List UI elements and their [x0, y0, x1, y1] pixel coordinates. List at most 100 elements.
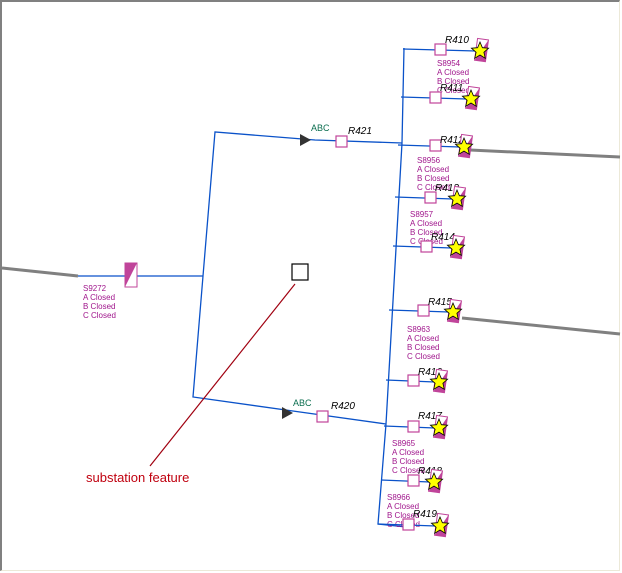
- switch-status: B Closed: [407, 343, 439, 352]
- switch-status: A Closed: [410, 219, 442, 228]
- tap-line[interactable]: [397, 144, 461, 148]
- feeder-main[interactable]: [78, 47, 407, 528]
- recloser-box[interactable]: [407, 474, 420, 487]
- recloser-label: R417: [418, 411, 442, 422]
- switch-status: A Closed: [392, 448, 424, 457]
- tap-line[interactable]: [394, 196, 454, 200]
- annotation-leader-line: [149, 283, 296, 467]
- recloser-label: R411: [440, 83, 463, 94]
- recloser-label: R412: [440, 135, 464, 146]
- transformer-device[interactable]: [443, 298, 463, 324]
- breaker-id: S9272: [83, 284, 107, 293]
- recloser-r420[interactable]: [316, 410, 329, 423]
- substation-feature[interactable]: [291, 263, 309, 281]
- switch-status: A Closed: [417, 165, 449, 174]
- star-icon: [454, 136, 474, 156]
- transformer-device[interactable]: [430, 512, 450, 538]
- recloser-label: R414: [431, 232, 455, 243]
- breaker-status-a: A Closed: [83, 293, 115, 302]
- tap-r419: R419: [377, 509, 450, 538]
- transformer-device[interactable]: [461, 85, 481, 111]
- recloser-label: R415: [428, 297, 452, 308]
- switch-id: S8956: [417, 156, 441, 165]
- recloser-box[interactable]: [420, 240, 433, 253]
- recloser-box[interactable]: [407, 374, 420, 387]
- recloser-box[interactable]: [402, 518, 415, 531]
- recloser-r420-label: R420: [331, 401, 355, 412]
- transformer-device[interactable]: [454, 133, 474, 159]
- transformer-device[interactable]: [447, 185, 467, 211]
- recloser-r421-label: R421: [348, 126, 372, 137]
- transformer-device[interactable]: [424, 468, 444, 494]
- lower-phase-label: ABC: [293, 398, 312, 408]
- tap-r414: R414: [392, 232, 466, 260]
- switch-status: C Closed: [407, 352, 440, 361]
- recloser-label: R419: [413, 509, 437, 520]
- star-icon: [429, 417, 449, 437]
- switch-id: S8957: [410, 210, 434, 219]
- switch-status: B Closed: [410, 228, 442, 237]
- switch-id: S8954: [437, 59, 461, 68]
- transformer-device[interactable]: [446, 234, 466, 260]
- annotation-label: substation feature: [86, 470, 189, 485]
- breaker-status-c: C Closed: [83, 311, 116, 320]
- switch-status: C Closed: [437, 86, 470, 95]
- switch-id: S8963: [407, 325, 431, 334]
- recloser-box[interactable]: [407, 420, 420, 433]
- switch-status: B Closed: [387, 511, 419, 520]
- switch-status: B Closed: [417, 174, 449, 183]
- recloser-label: R418: [418, 466, 442, 477]
- recloser-box[interactable]: [434, 43, 447, 56]
- recloser-box[interactable]: [424, 191, 437, 204]
- switch-status: A Closed: [407, 334, 439, 343]
- recloser-label: R410: [445, 35, 469, 46]
- transformer-device[interactable]: [429, 414, 449, 440]
- switch-id: S8965: [392, 439, 416, 448]
- switch-status: C Closed: [392, 466, 425, 475]
- star-icon: [461, 88, 481, 108]
- breaker-device[interactable]: [124, 262, 138, 288]
- recloser-box[interactable]: [417, 304, 430, 317]
- breaker-label: S9272 A Closed B Closed C Closed: [83, 284, 116, 320]
- recloser-box[interactable]: [429, 91, 442, 104]
- star-icon: [470, 40, 490, 60]
- star-icon: [429, 371, 449, 391]
- tap-r411: R411: [400, 83, 481, 111]
- switch-id: S8966: [387, 493, 411, 502]
- outgoing-grey-line-1[interactable]: [469, 148, 621, 159]
- incoming-grey-line[interactable]: [1, 266, 79, 278]
- flow-arrow-icon: [300, 134, 311, 146]
- star-icon: [443, 301, 463, 321]
- outgoing-grey-line-2[interactable]: [461, 316, 621, 336]
- star-icon: [446, 237, 466, 257]
- star-icon: [447, 188, 467, 208]
- recloser-label: R416: [418, 367, 442, 378]
- switch-status: A Closed: [387, 502, 419, 511]
- breaker-status-b: B Closed: [83, 302, 115, 311]
- tap-r416: R416: [385, 367, 449, 394]
- transformer-device[interactable]: [470, 37, 490, 63]
- switch-status: B Closed: [437, 77, 469, 86]
- recloser-box[interactable]: [429, 139, 442, 152]
- switch-status: C Closed: [417, 183, 450, 192]
- switch-status: A Closed: [437, 68, 469, 77]
- tap-line[interactable]: [380, 479, 431, 483]
- transformer-device[interactable]: [429, 368, 449, 394]
- flow-arrow-icon: [282, 407, 293, 419]
- star-icon: [424, 471, 444, 491]
- recloser-label: R413: [435, 183, 459, 194]
- star-icon: [430, 515, 450, 535]
- recloser-r421[interactable]: [335, 135, 348, 148]
- upper-phase-label: ABC: [311, 123, 330, 133]
